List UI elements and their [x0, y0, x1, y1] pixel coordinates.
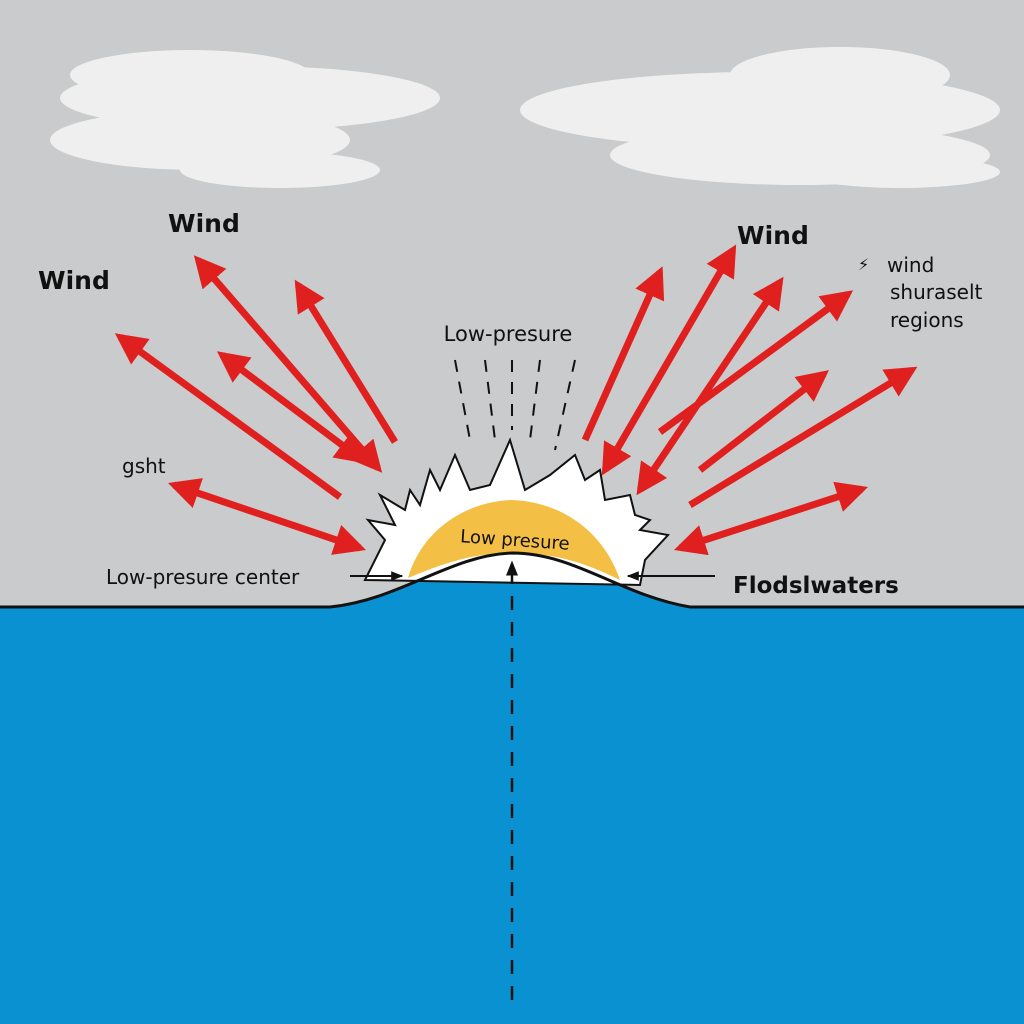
lightning-icon: ⚡	[858, 255, 869, 274]
low-pressure-dome	[408, 500, 620, 580]
floodwaters-label: Flodslwaters	[733, 573, 899, 599]
wind-arrows	[114, 244, 918, 556]
wind-arrow	[697, 370, 829, 473]
wind-note-line1: wind	[887, 253, 934, 277]
low-pressure-top-label: Low-presure	[444, 322, 573, 346]
wind-note-line3: regions	[890, 308, 964, 332]
cloud-left	[50, 50, 440, 188]
wind-label-left: Wind	[38, 266, 110, 295]
wind-arrow	[216, 351, 368, 464]
cloud-right	[520, 47, 1000, 188]
gust-label: gsht	[122, 454, 166, 478]
pressure-dashes	[454, 359, 576, 451]
wind-label-right: Wind	[737, 221, 809, 250]
coastline	[0, 551, 1024, 609]
low-pressure-center-label: Low-presure center	[106, 565, 300, 589]
wind-note-line2: shuraselt	[890, 280, 983, 304]
wind-arrow	[636, 276, 784, 496]
wind-arrow	[674, 481, 868, 556]
wind-arrow	[168, 478, 366, 555]
wind-arrow	[657, 290, 854, 435]
wind-label-left-top: Wind	[168, 209, 240, 238]
